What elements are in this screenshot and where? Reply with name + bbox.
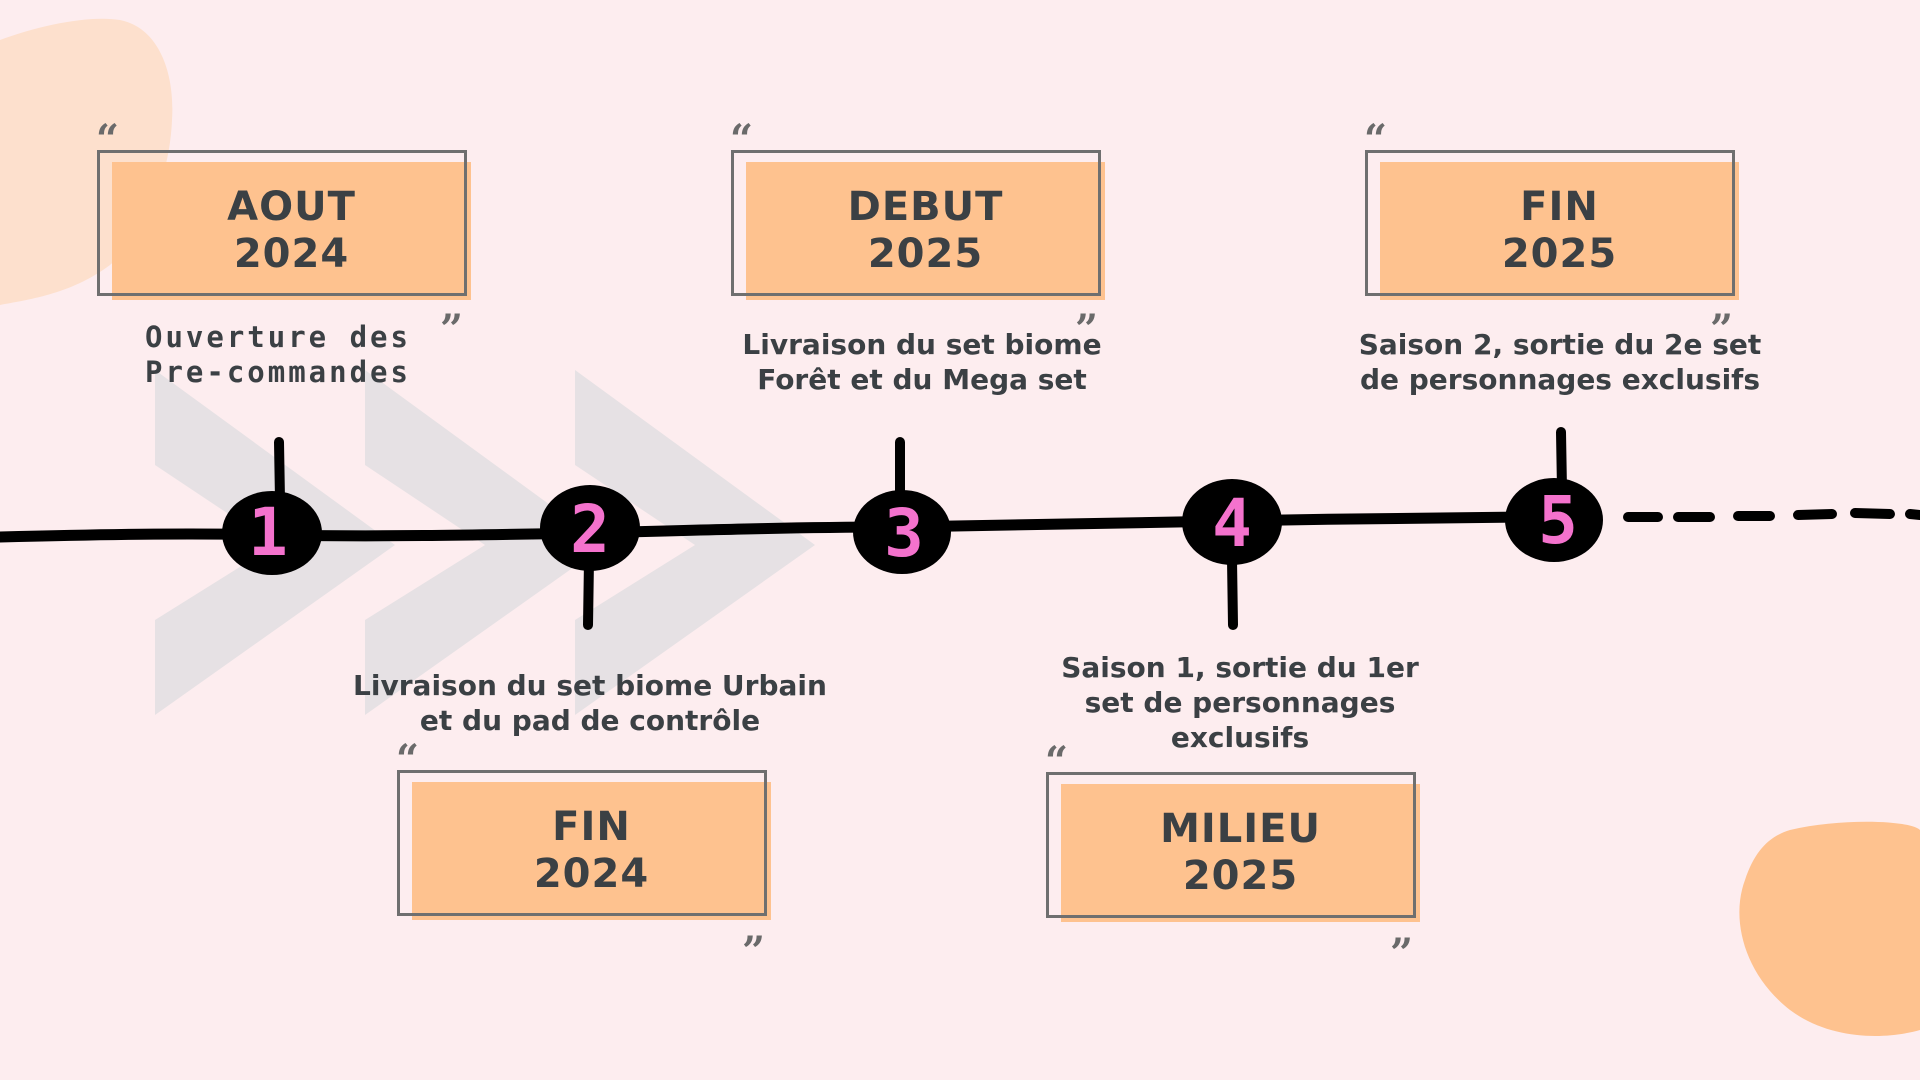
open-quote-icon: “ (96, 116, 120, 163)
open-quote-icon: “ (1045, 738, 1069, 785)
close-quote-icon: ” (1710, 306, 1734, 353)
milestone-4-description: Saison 1, sortie du 1er set de personnag… (1040, 650, 1440, 755)
timeline-nodes (222, 478, 1603, 575)
close-quote-icon: ” (1075, 306, 1099, 353)
milestone-2-description-line2: et du pad de contrôle (419, 704, 761, 737)
milestone-3-description: Livraison du set biome Forêt et du Mega … (722, 327, 1122, 397)
node-3 (853, 490, 951, 574)
open-quote-icon: “ (396, 736, 420, 783)
date-box-2: FIN 2024 (397, 770, 771, 920)
decor-blob-bottom-right (1739, 821, 1920, 1036)
milestone-5-description-line2: de personnages exclusifs (1359, 363, 1761, 396)
date-label-4-line2: 2025 (1182, 853, 1299, 899)
node-4 (1182, 479, 1282, 565)
milestone-1-description: Ouverture des Pre-commandes (118, 320, 438, 390)
milestone-4-description-line3: exclusifs (1170, 721, 1310, 754)
date-label-2-line1: FIN (552, 804, 631, 850)
milestone-4-description-line2: set de personnages (1084, 686, 1396, 719)
milestone-5-description: Saison 2, sortie du 2e set de personnage… (1330, 327, 1790, 397)
milestone-2-description-line1: Livraison du set biome Urbain (353, 669, 827, 702)
stem-4 (1227, 555, 1238, 630)
milestone-3-description-line2: Forêt et du Mega set (757, 363, 1087, 396)
date-box-5: FIN 2025 (1365, 150, 1739, 300)
timeline-dashes (1623, 508, 1920, 522)
close-quote-icon: ” (742, 928, 766, 975)
node-number-3: 3 (884, 495, 924, 572)
stem-1 (274, 437, 285, 505)
close-quote-icon: ” (440, 306, 464, 353)
node-number-1: 1 (248, 494, 288, 571)
chevron-2 (365, 370, 605, 715)
date-label-5-line1: FIN (1520, 184, 1599, 230)
milestone-2-description: Livraison du set biome Urbain et du pad … (340, 668, 840, 738)
node-number-4: 4 (1212, 485, 1252, 562)
date-label-4-line1: MILIEU (1160, 806, 1321, 852)
milestone-1-description-line2: Pre-commandes (145, 355, 411, 389)
open-quote-icon: “ (1364, 116, 1388, 163)
chevron-3 (575, 370, 815, 715)
node-number-5: 5 (1538, 482, 1578, 559)
milestone-1-description-line1: Ouverture des (145, 320, 411, 354)
date-label-5-line2: 2025 (1501, 231, 1618, 277)
date-box-3: DEBUT 2025 (731, 150, 1105, 300)
date-label-2-line2: 2024 (533, 851, 650, 897)
open-quote-icon: “ (730, 116, 754, 163)
date-label-1-line2: 2024 (233, 231, 350, 277)
milestone-5-description-line1: Saison 2, sortie du 2e set (1358, 328, 1762, 361)
close-quote-icon: ” (1390, 930, 1414, 977)
date-label-3-line1: DEBUT (847, 184, 1004, 230)
node-1 (222, 491, 322, 575)
date-box-1: AOUT 2024 (97, 150, 471, 300)
node-5 (1505, 478, 1603, 562)
date-box-4: MILIEU 2025 (1046, 772, 1420, 922)
milestone-3-description-line1: Livraison du set biome (742, 328, 1102, 361)
milestone-4-description-line1: Saison 1, sortie du 1er (1061, 651, 1419, 684)
node-2 (540, 485, 640, 571)
node-number-2: 2 (570, 491, 610, 568)
date-label-3-line2: 2025 (867, 231, 984, 277)
date-label-1-line1: AOUT (227, 184, 356, 230)
